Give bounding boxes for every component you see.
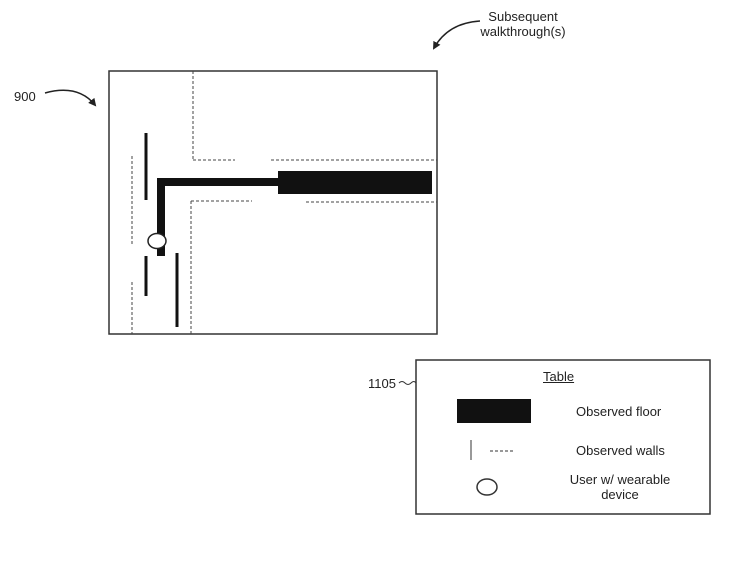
legend-callout-squiggle-icon xyxy=(399,382,416,385)
legend-item-observed-floor: Observed floor xyxy=(576,404,661,419)
caption-subsequent-walkthrough: Subsequent walkthrough(s) xyxy=(458,9,588,39)
floor-swatch-icon xyxy=(457,399,531,423)
legend-title: Table xyxy=(543,369,574,384)
user-circle-icon xyxy=(477,479,497,495)
legend-item-user-device: User w/ wearable device xyxy=(560,472,680,502)
figure-label-900: 900 xyxy=(14,89,36,104)
arrow-900-icon xyxy=(45,90,95,105)
user-marker-icon xyxy=(148,234,166,249)
floor-segment xyxy=(278,171,432,194)
floor-segment xyxy=(157,178,282,186)
observed-floor xyxy=(157,171,432,256)
legend-ref-label: 1105 xyxy=(368,376,396,391)
legend-item-observed-walls: Observed walls xyxy=(576,443,665,458)
